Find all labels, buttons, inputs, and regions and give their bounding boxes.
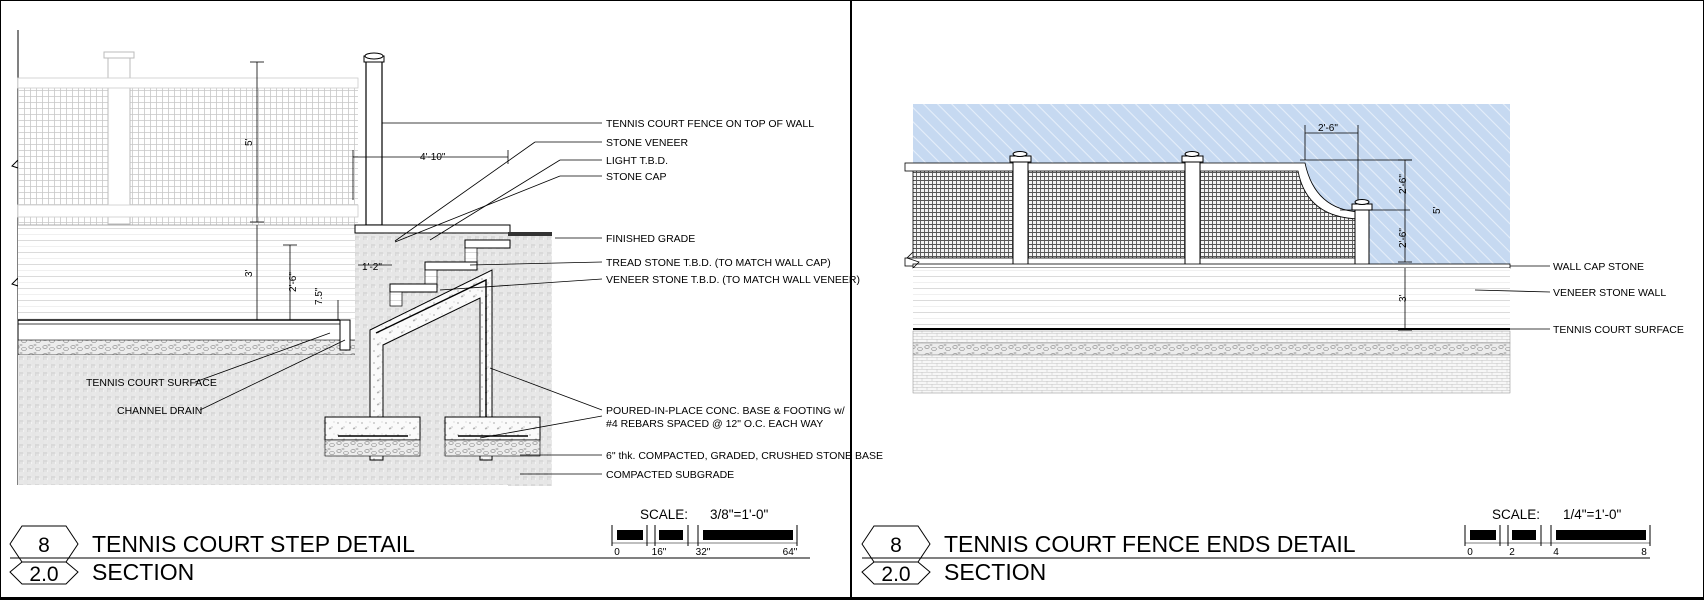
svg-text:8: 8 [1641, 547, 1647, 558]
fence-panel-1 [912, 169, 1014, 264]
dim-step-height: 2'-6" [288, 272, 299, 292]
scale-bar [1464, 525, 1651, 546]
svg-text:64": 64" [783, 547, 798, 558]
stone-wall [18, 225, 358, 320]
callout-subgrade: COMPACTED SUBGRADE [606, 469, 734, 481]
scale-value: 3/8"=1'-0" [710, 507, 769, 522]
dim-fence-height: 5' [1432, 206, 1443, 214]
veneer-stone-wall [913, 268, 1510, 330]
callout-veneer-stone-wall: VENEER STONE WALL [1553, 287, 1666, 299]
fence-panel [18, 80, 358, 225]
dim-riser: 7.5" [314, 287, 325, 305]
svg-text:0: 0 [614, 547, 620, 558]
callout-light: LIGHT T.B.D. [606, 155, 668, 167]
dim-wall-height: 3' [244, 269, 255, 277]
callout-court-surface: TENNIS COURT SURFACE [86, 377, 217, 389]
scale-label: SCALE: [1492, 507, 1540, 522]
detail-title: TENNIS COURT FENCE ENDS DETAIL [944, 531, 1356, 557]
fence-post-end [365, 59, 383, 226]
channel-drain [339, 319, 351, 351]
detail-title: TENNIS COURT STEP DETAIL [92, 531, 415, 557]
svg-text:0: 0 [1467, 547, 1473, 558]
callout-channel-drain: CHANNEL DRAIN [117, 405, 202, 417]
dim-upper-height: 2'-6" [1398, 174, 1409, 194]
fence-post-1 [1012, 159, 1029, 267]
step-detail-title-block: 8 2.0 TENNIS COURT STEP DETAIL SECTION S… [9, 507, 810, 586]
fence-ends-leaders [1474, 265, 1551, 330]
fence-post-2 [1184, 159, 1201, 267]
steps [389, 239, 511, 307]
sheet-number: 2.0 [29, 563, 58, 586]
concrete-base [369, 269, 493, 461]
fence-ends-title-block: 8 2.0 TENNIS COURT FENCE ENDS DETAIL SEC… [861, 507, 1651, 586]
callout-stone-veneer: STONE VENEER [606, 137, 688, 149]
dim-curve-width: 2'-6" [1318, 123, 1338, 134]
svg-text:4: 4 [1553, 547, 1559, 558]
callout-wall-cap-stone: WALL CAP STONE [1553, 261, 1644, 273]
callout-finished-grade: FINISHED GRADE [606, 233, 695, 245]
callout-tread-stone: TREAD STONE T.B.D. (TO MATCH WALL CAP) [606, 257, 831, 269]
svg-text:16": 16" [652, 547, 667, 558]
callout-concrete-base-1: POURED-IN-PLACE CONC. BASE & FOOTING w/ [606, 405, 845, 417]
step-detail-drawing [11, 30, 552, 486]
svg-text:2: 2 [1509, 547, 1515, 558]
scale-value: 1/4"=1'-0" [1563, 507, 1622, 522]
callout-veneer-stone: VENEER STONE T.B.D. (TO MATCH WALL VENEE… [606, 274, 860, 286]
stone-cap [354, 224, 511, 234]
callout-fence: TENNIS COURT FENCE ON TOP OF WALL [606, 118, 814, 130]
fence-ends-drawing [904, 104, 1511, 394]
callout-stone-base: 6" thk. COMPACTED, GRADED, CRUSHED STONE… [606, 450, 883, 462]
callout-concrete-base-2: #4 REBARS SPACED @ 12" O.C. EACH WAY [606, 418, 823, 430]
step-detail-callouts: TENNIS COURT FENCE ON TOP OF WALL STONE … [86, 118, 883, 481]
sheet-number: 2.0 [881, 563, 910, 586]
dim-tread: 1'-2" [362, 262, 382, 273]
callout-stone-cap: STONE CAP [606, 171, 667, 183]
dim-wall-width: 4'-10" [420, 152, 446, 163]
detail-subtitle: SECTION [92, 559, 194, 585]
scale-label: SCALE: [640, 507, 688, 522]
dim-wall-height: 3' [1398, 294, 1409, 302]
callout-court-surface: TENNIS COURT SURFACE [1553, 324, 1684, 336]
dim-fence-height: 5' [244, 138, 255, 146]
step-detail-leaders [194, 122, 603, 475]
svg-text:32": 32" [696, 547, 711, 558]
fence-ends-callouts: WALL CAP STONE VENEER STONE WALL TENNIS … [1553, 261, 1684, 336]
fence-post-end [1354, 207, 1370, 267]
step-detail-dimensions: 5' 4'-10" 3' 2'-6" 1'-2" 7.5" [244, 138, 446, 305]
dim-lower-height: 2'-6" [1398, 228, 1409, 248]
detail-subtitle: SECTION [944, 559, 1046, 585]
fence-panel-2 [1027, 169, 1186, 264]
wall-cap-stone [912, 263, 1511, 269]
scale-bar [611, 525, 798, 546]
fence-ends-dimensions: 2'-6" 2'-6" 2'-6" 5' 3' [1318, 123, 1443, 302]
detail-number: 8 [890, 534, 902, 557]
detail-number: 8 [38, 534, 50, 557]
